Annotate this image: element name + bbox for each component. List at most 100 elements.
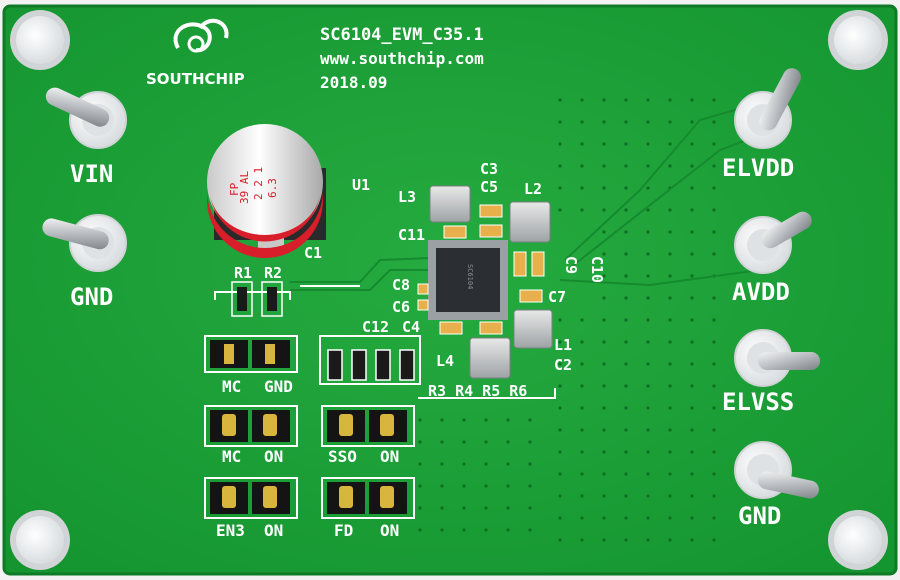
cap-marking-2: 39 AL (238, 171, 251, 204)
via (580, 340, 584, 344)
via (624, 98, 628, 102)
via (712, 296, 716, 300)
via (668, 450, 672, 454)
via (558, 450, 562, 454)
via (668, 362, 672, 366)
via (602, 472, 606, 476)
via (602, 428, 606, 432)
resistors-r3-r6 (327, 349, 415, 381)
via (418, 462, 422, 466)
via (712, 208, 716, 212)
via (580, 208, 584, 212)
via (646, 252, 650, 256)
via (580, 538, 584, 542)
via (602, 142, 606, 146)
via (668, 274, 672, 278)
via (528, 462, 532, 466)
via (624, 406, 628, 410)
via (528, 528, 532, 532)
via (558, 164, 562, 168)
via (418, 506, 422, 510)
via (602, 406, 606, 410)
via (484, 462, 488, 466)
label-u1: U1 (352, 176, 370, 194)
via (506, 462, 510, 466)
via (690, 384, 694, 388)
via (418, 418, 422, 422)
via (580, 450, 584, 454)
via (624, 384, 628, 388)
via (690, 120, 694, 124)
label-r2: R2 (264, 264, 282, 282)
via (580, 98, 584, 102)
via (558, 538, 562, 542)
cap-marking-4: 6.3 (266, 178, 279, 198)
via (484, 528, 488, 532)
via (712, 120, 716, 124)
via (602, 516, 606, 520)
via (484, 484, 488, 488)
label-avdd: AVDD (732, 278, 790, 306)
via (712, 516, 716, 520)
via (558, 362, 562, 366)
inductors (429, 185, 553, 379)
via (668, 516, 672, 520)
via (558, 406, 562, 410)
via (558, 384, 562, 388)
jumper-sso-right: ON (380, 447, 399, 466)
jumper-row2-left: MC (222, 447, 241, 466)
via (580, 472, 584, 476)
via (646, 362, 650, 366)
via (558, 142, 562, 146)
label-l4: L4 (436, 352, 454, 370)
ic-sc6104: SC6104 (428, 240, 508, 320)
via (624, 494, 628, 498)
label-c6: C6 (392, 298, 410, 316)
via (668, 318, 672, 322)
via (690, 538, 694, 542)
via (580, 318, 584, 322)
via (462, 528, 466, 532)
via (646, 450, 650, 454)
via (558, 428, 562, 432)
via (646, 98, 650, 102)
via (668, 164, 672, 168)
via (668, 538, 672, 542)
label-c2: C2 (554, 356, 572, 374)
label-r3-r6: R3 R4 R5 R6 (428, 382, 527, 400)
via (558, 120, 562, 124)
via (690, 318, 694, 322)
via (668, 428, 672, 432)
via (602, 98, 606, 102)
cap-marking-1: FP (228, 182, 241, 196)
mounting-holes (10, 10, 888, 570)
label-c12: C12 (362, 318, 389, 336)
via (668, 230, 672, 234)
via (646, 186, 650, 190)
label-c10: C10 (588, 256, 606, 283)
via (646, 516, 650, 520)
via (558, 516, 562, 520)
jumper-row3-right: ON (264, 521, 283, 540)
via (690, 186, 694, 190)
label-l1: L1 (554, 336, 572, 354)
label-vin: VIN (70, 160, 113, 188)
label-c8: C8 (392, 276, 410, 294)
electrolytic-capacitor-c1: FP 39 AL 2 2 1 6.3 (207, 124, 326, 258)
traces (290, 99, 771, 291)
via (646, 208, 650, 212)
via (528, 418, 532, 422)
via (624, 142, 628, 146)
via (506, 440, 510, 444)
label-elvss: ELVSS (722, 388, 794, 416)
via (602, 274, 606, 278)
via (528, 484, 532, 488)
via (440, 440, 444, 444)
via (712, 538, 716, 542)
label-c7: C7 (548, 288, 566, 306)
label-gnd-right: GND (738, 502, 781, 530)
via (646, 296, 650, 300)
cap-marking-3: 2 2 1 (252, 167, 265, 200)
via (602, 384, 606, 388)
via (558, 340, 562, 344)
